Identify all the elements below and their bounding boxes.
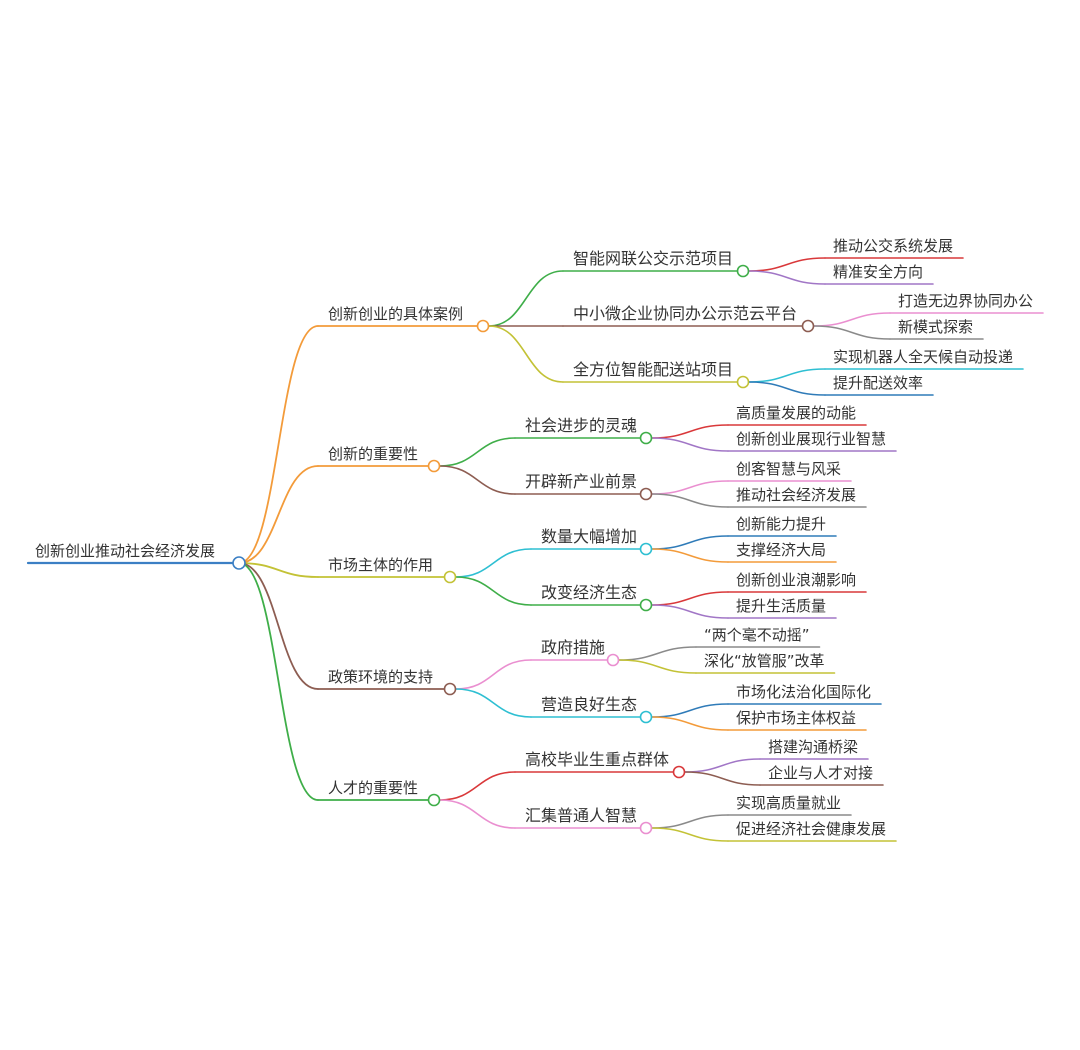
leaf-node-label: 创客智慧与风采 (736, 460, 841, 478)
edge-topic-to-leaf (651, 604, 729, 619)
leaf-node-label: 新模式探索 (898, 318, 973, 336)
leaf-node-label: “两个毫不动摇” (704, 626, 810, 644)
edge-topic-to-leaf (618, 646, 697, 661)
topic-node-label: 社会进步的灵魂 (525, 416, 637, 435)
leaf-node-label: 推动公交系统发展 (833, 237, 953, 255)
topic-node-circle[interactable] (736, 375, 750, 389)
topic-node-circle[interactable] (639, 431, 653, 445)
edge-root-to-branch (238, 562, 319, 690)
edge-topic-to-leaf (651, 716, 729, 731)
edge-topic-to-leaf (618, 659, 697, 674)
edge-topic-to-leaf (748, 368, 826, 383)
edge-branch-to-topic (439, 799, 516, 829)
edge-topic-to-leaf (748, 381, 826, 396)
edge-topic-to-leaf (651, 437, 729, 452)
topic-node-label: 智能网联公交示范项目 (573, 249, 733, 268)
branch-node-label: 创新的重要性 (328, 445, 418, 463)
leaf-node-label: 推动社会经济发展 (736, 486, 856, 504)
edge-topic-to-leaf (813, 312, 891, 327)
edge-topic-to-leaf (651, 535, 729, 550)
topic-node-circle[interactable] (639, 821, 653, 835)
mindmap-edges (26, 257, 1044, 842)
branch-node-circle[interactable] (443, 682, 457, 696)
leaf-node-label: 保护市场主体权益 (736, 709, 856, 727)
branch-node-label: 人才的重要性 (328, 779, 418, 797)
leaf-node-label: 市场化法治化国际化 (736, 683, 871, 701)
edge-topic-to-leaf (651, 591, 729, 606)
edge-root-to-branch (238, 562, 319, 578)
edge-topic-to-leaf (651, 814, 729, 829)
edge-topic-to-leaf (651, 480, 729, 495)
leaf-node-label: 精准安全方向 (833, 263, 923, 281)
topic-node-circle[interactable] (672, 765, 686, 779)
branch-node-label: 市场主体的作用 (328, 556, 433, 574)
topic-node-label: 汇集普通人智慧 (525, 806, 637, 825)
leaf-node-label: 促进经济社会健康发展 (736, 820, 886, 838)
branch-node-circle[interactable] (427, 793, 441, 807)
leaf-node-label: 创新能力提升 (736, 515, 826, 533)
topic-node-circle[interactable] (639, 710, 653, 724)
branch-node-label: 政策环境的支持 (328, 668, 433, 686)
edge-branch-to-topic (488, 270, 564, 327)
edge-topic-to-leaf (651, 703, 729, 718)
leaf-node-label: 实现机器人全天候自动投递 (833, 348, 1013, 366)
topic-node-label: 开辟新产业前景 (525, 472, 637, 491)
leaf-node-label: 搭建沟通桥梁 (768, 738, 858, 756)
topic-node-label: 数量大幅增加 (541, 527, 637, 546)
leaf-node-label: 打造无边界协同办公 (898, 292, 1033, 310)
branch-node-label: 创新创业的具体案例 (328, 305, 463, 323)
root-node-circle[interactable] (232, 556, 246, 570)
edge-branch-to-topic (455, 548, 532, 578)
leaf-node-label: 提升生活质量 (736, 597, 826, 615)
edge-branch-to-topic (439, 465, 516, 495)
edge-topic-to-leaf (651, 493, 729, 508)
leaf-node-label: 提升配送效率 (833, 374, 923, 392)
topic-node-circle[interactable] (639, 542, 653, 556)
leaf-node-label: 创新创业展现行业智慧 (736, 430, 886, 448)
topic-node-circle[interactable] (639, 598, 653, 612)
topic-node-label: 全方位智能配送站项目 (573, 360, 733, 379)
mindmap-nodes: 创新创业推动社会经济发展 创新创业的具体案例 智能网联公交示范项目 推动公交系统发展精… (35, 237, 1033, 838)
edge-root-to-branch (238, 325, 319, 564)
topic-node-circle[interactable] (639, 487, 653, 501)
edge-topic-to-leaf (684, 771, 761, 786)
leaf-node-label: 实现高质量就业 (736, 794, 841, 812)
edge-branch-to-topic (455, 659, 532, 690)
edge-topic-to-leaf (748, 257, 826, 272)
topic-node-label: 营造良好生态 (541, 695, 637, 714)
edge-branch-to-topic (439, 771, 516, 801)
leaf-node-label: 企业与人才对接 (768, 764, 873, 782)
edge-topic-to-leaf (651, 424, 729, 439)
leaf-node-label: 创新创业浪潮影响 (736, 571, 856, 589)
topic-node-circle[interactable] (736, 264, 750, 278)
edge-branch-to-topic (455, 576, 532, 606)
leaf-node-label: 高质量发展的动能 (736, 404, 856, 422)
edge-branch-to-topic (488, 325, 564, 383)
branch-node-circle[interactable] (476, 319, 490, 333)
edge-root-to-branch (238, 465, 319, 564)
topic-node-circle[interactable] (801, 319, 815, 333)
leaf-node-label: 支撑经济大局 (736, 541, 826, 559)
leaf-node-label: 深化“放管服”改革 (704, 652, 825, 670)
branch-node-circle[interactable] (427, 459, 441, 473)
edge-topic-to-leaf (651, 827, 729, 842)
topic-node-circle[interactable] (606, 653, 620, 667)
root-node-label: 创新创业推动社会经济发展 (35, 542, 215, 560)
edge-branch-to-topic (455, 688, 532, 718)
edge-topic-to-leaf (684, 758, 761, 773)
edge-root-to-branch (238, 562, 319, 801)
topic-node-label: 高校毕业生重点群体 (525, 750, 669, 769)
topic-node-label: 改变经济生态 (541, 583, 637, 602)
edge-topic-to-leaf (813, 325, 891, 340)
edge-topic-to-leaf (748, 270, 826, 285)
edge-branch-to-topic (439, 437, 516, 467)
branch-node-circle[interactable] (443, 570, 457, 584)
topic-node-label: 政府措施 (541, 638, 605, 657)
topic-node-label: 中小微企业协同办公示范云平台 (573, 304, 797, 323)
edge-topic-to-leaf (651, 548, 729, 563)
